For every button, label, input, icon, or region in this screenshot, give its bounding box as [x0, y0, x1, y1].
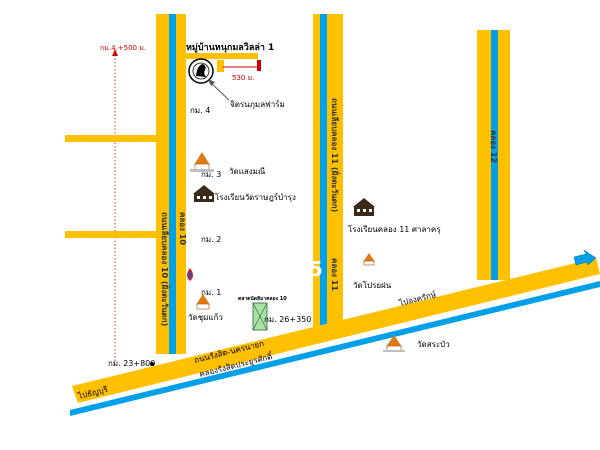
rangsit-nakhonnayok-road	[72, 258, 600, 403]
canal-10	[169, 14, 176, 354]
khlong11-school-label: โรงเรียนคลอง 11 ศาลาครุ	[348, 224, 441, 234]
farm-pointer-arrow	[209, 81, 230, 101]
temple-icon-pradfon	[363, 253, 375, 266]
wat-saengmani-label: วัดแสงมณี	[229, 167, 266, 176]
farm-logo-icon	[188, 58, 214, 84]
temple-icon-sabua	[383, 335, 405, 352]
school-icon-ratburana	[193, 185, 215, 202]
side-road-1	[65, 135, 158, 142]
canal12-label: คลอง 12	[489, 130, 498, 163]
canal-11	[320, 14, 327, 330]
canal11-label: คลอง 11	[330, 258, 339, 291]
km-23-800-label: กม. 23+800	[108, 359, 155, 368]
side-road-2	[65, 231, 158, 238]
number-55-label: 55	[295, 257, 323, 281]
gas-station-icon	[187, 268, 193, 281]
khlong10-road-label: ถนนเลียบคลอง 10 (ฝั่งตะวันตก)	[160, 212, 171, 326]
school-ratburana-label: โรงเรียนวัดราษฎร์บำรุง	[215, 192, 296, 202]
canal-12	[491, 30, 498, 280]
canal10-label: คลอง 10	[178, 212, 187, 245]
km1-label: กม. 1	[201, 288, 221, 297]
temple-icon-saengmani	[190, 152, 214, 172]
village-access-road-vert	[217, 60, 224, 72]
temple-icon-chumkaew	[196, 294, 210, 310]
farm-label: จิตรนภุมลฟาร์ม	[230, 99, 285, 109]
wat-chumkaew-label: วัดชุมแก้ว	[188, 313, 223, 322]
wat-sabua-label: วัดสระบัว	[417, 340, 450, 349]
wat-pradfon-label: วัดโปรยฝน	[353, 280, 392, 290]
km4-label: กม. 4	[190, 106, 210, 115]
school-icon-khlong11	[353, 198, 375, 216]
farm-pointer-arrow-head	[208, 79, 215, 86]
khlong11-road	[313, 14, 343, 330]
dotted-line-arrow-icon	[112, 49, 118, 56]
village-access-road	[186, 53, 258, 59]
to-ongkharak-arrow-icon	[573, 249, 597, 266]
km3-label: กม. 3	[201, 170, 221, 179]
rangsit-prayurasak-canal	[70, 281, 600, 416]
distance-530-label: 530 ม.	[232, 74, 254, 82]
km-26-350-label: กม. 26+350	[264, 315, 311, 324]
km-23-800-dot	[150, 362, 154, 366]
km-4-500-label: กม.4.+500 ม.	[100, 44, 146, 52]
village-label: หมู่บ้านหนุกมลวิลล่า 1	[186, 42, 274, 53]
market-label: ตลาดนัดสิมาคลอง 10	[238, 295, 287, 302]
km2-label: กม. 2	[201, 235, 221, 244]
khlong11-road-label: ถนนเลียบคลอง 11 (ฝั่งตะวันตก)	[330, 98, 341, 212]
village-end-marker	[257, 60, 261, 71]
